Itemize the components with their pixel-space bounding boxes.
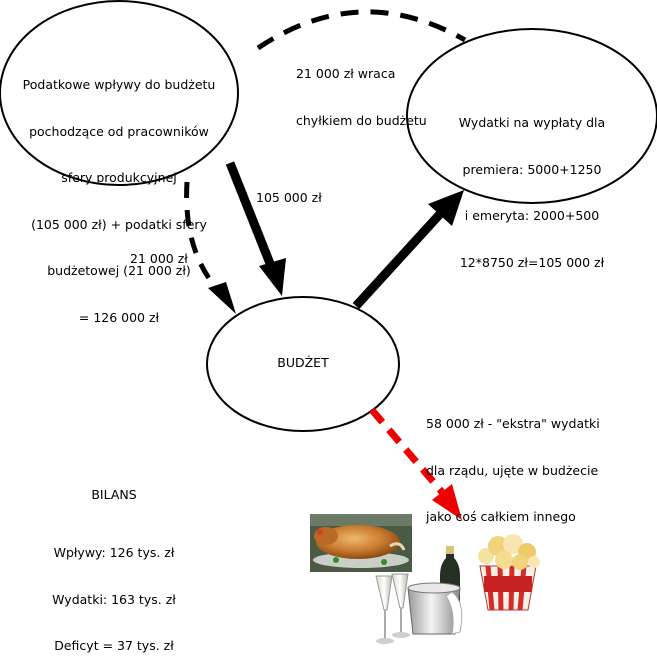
- balance-title: BILANS: [91, 487, 137, 502]
- dashed-arrow-label: 21 000 zł: [130, 251, 188, 266]
- solid-arrow-label: 105 000 zł: [256, 190, 322, 205]
- budget-to-expenses-arrowhead: [428, 190, 464, 226]
- income-to-budget-arrowhead: [259, 258, 286, 296]
- tax-income-text: Podatkowe wpływy do budżetu pochodzące o…: [19, 46, 219, 341]
- return-arc-line: 21 000 zł wraca: [296, 66, 396, 81]
- expenses-ellipse: [406, 28, 657, 204]
- champagne-image: [375, 546, 463, 644]
- tax-income-line: = 126 000 zł: [78, 309, 160, 325]
- extra-spending-arrowhead: [432, 484, 462, 520]
- extra-spending-line: 58 000 zł - "ekstra" wydatki: [426, 416, 600, 431]
- return-arc-arrow: [256, 9, 467, 51]
- tax-income-line: pochodzące od pracowników: [29, 123, 209, 139]
- dashed-tax-arrow: [184, 181, 220, 292]
- dashed-tax-arrowhead: [208, 282, 236, 314]
- tax-income-line: Podatkowe wpływy do budżetu: [22, 77, 216, 92]
- expenses-text: Wydatki na wypłaty dla premiera: 5000+12…: [432, 84, 632, 286]
- return-arc-line: chyłkiem do budżetu: [296, 112, 427, 128]
- expenses-line: Wydatki na wypłaty dla: [458, 115, 606, 130]
- balance-line: Deficyt = 37 tys. zł: [54, 638, 174, 653]
- extra-spending-label: 58 000 zł - "ekstra" wydatki dla rządu, …: [426, 385, 600, 540]
- extra-spending-line: jako coś całkiem innego: [426, 509, 576, 524]
- tax-income-line: sfery produkcyjnej: [61, 170, 177, 185]
- expenses-line: i emeryta: 2000+500: [464, 208, 600, 223]
- tax-income-line: (105 000 zł) + podatki sfery: [31, 216, 207, 232]
- budget-to-expenses-arrow: [352, 210, 444, 310]
- return-arc-label: 21 000 zł wraca chyłkiem do budżetu: [296, 35, 427, 144]
- budget-label: BUDŻET: [277, 355, 329, 370]
- balance-block: Wpływy: 126 tys. zł Wydatki: 163 tys. zł…: [34, 514, 194, 669]
- income-to-budget-arrow: [225, 161, 276, 268]
- tax-income-line: budżetowej (21 000 zł): [47, 263, 191, 278]
- extra-spending-arrow: [369, 407, 445, 495]
- budget-ellipse: [206, 296, 400, 432]
- roast-pig-image: [310, 514, 412, 572]
- popcorn-image: [478, 534, 540, 611]
- expenses-line: premiera: 5000+1250: [462, 161, 602, 177]
- balance-line: Wpływy: 126 tys. zł: [53, 545, 175, 560]
- extra-spending-line: dla rządu, ujęte w budżecie: [426, 462, 599, 478]
- tax-income-ellipse: [0, 0, 239, 186]
- balance-line: Wydatki: 163 tys. zł: [52, 591, 176, 607]
- flow-diagram: [0, 0, 657, 644]
- expenses-line: 12*8750 zł=105 000 zł: [459, 254, 605, 270]
